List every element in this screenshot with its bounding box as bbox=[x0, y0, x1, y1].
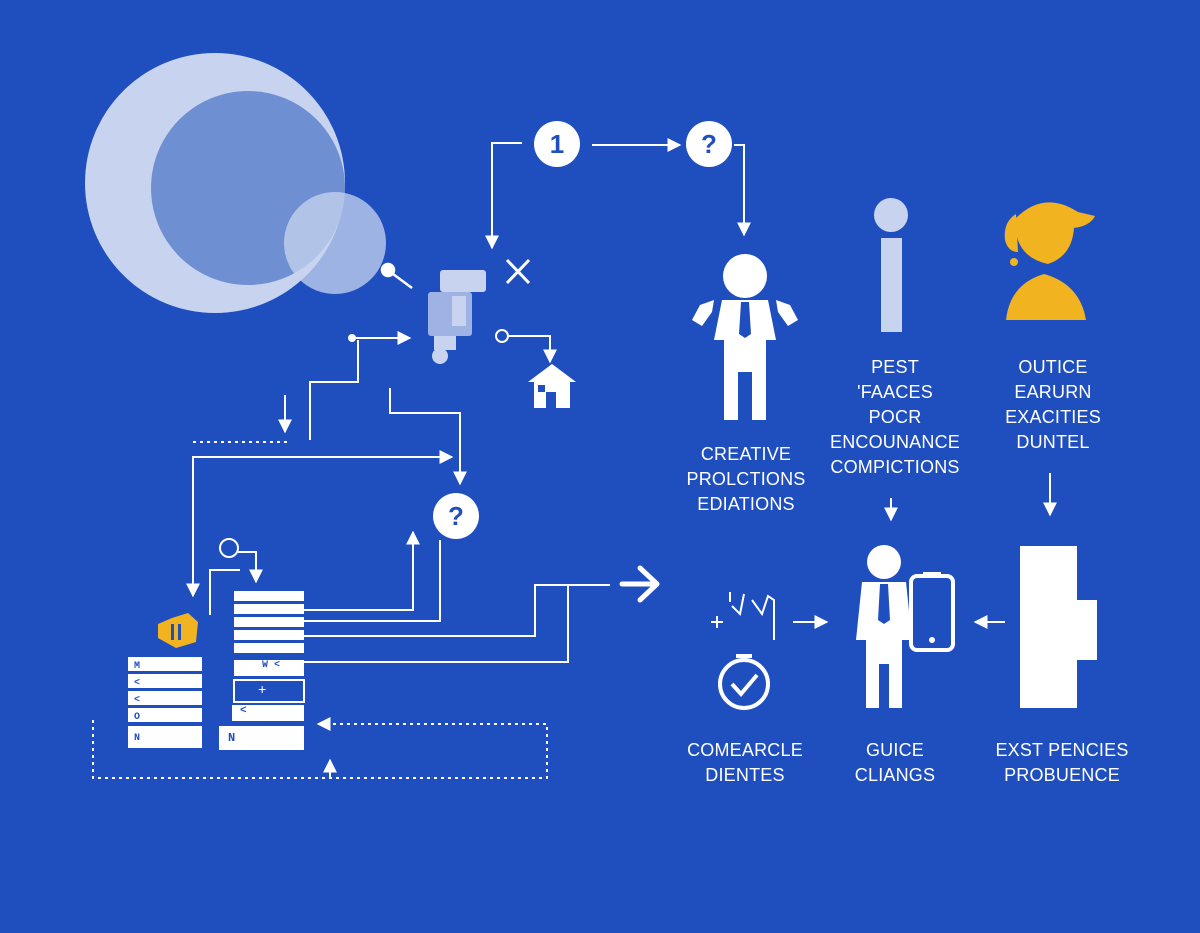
label-comearcle: COMEARCLE DIENTES bbox=[680, 738, 810, 788]
right-stack-mark-plus: + bbox=[258, 683, 267, 699]
label-line: EARURN bbox=[1014, 382, 1092, 402]
badge-lower-question: ? bbox=[433, 493, 479, 539]
label-line: GUICE bbox=[865, 740, 924, 760]
badge-step-one: 1 bbox=[534, 121, 580, 167]
label-line: EXACITIES bbox=[1005, 407, 1101, 427]
label-line: PROBUENCE bbox=[1004, 765, 1120, 785]
left-stack-mark: N bbox=[134, 733, 141, 744]
label-line: COMEARCLE bbox=[687, 740, 803, 760]
left-stack-mark: < bbox=[134, 695, 141, 706]
left-stack-marks: M < < O N bbox=[134, 658, 140, 747]
label-line: ENCOUNANCE bbox=[829, 432, 960, 452]
label-creative: CREATIVE PROLCTIONS EDIATIONS bbox=[676, 442, 816, 517]
block-shape-icon bbox=[1020, 546, 1097, 708]
left-stack-mark: M bbox=[134, 661, 141, 672]
info-bar-icon bbox=[874, 198, 908, 332]
label-line: EDIATIONS bbox=[697, 494, 795, 514]
person-phone-icon bbox=[856, 545, 955, 708]
label-line: OUTICE bbox=[1018, 357, 1088, 377]
person-presenter-icon bbox=[692, 254, 798, 420]
right-stack bbox=[219, 591, 305, 750]
label-line: CREATIVE bbox=[700, 444, 792, 464]
label-line: CLIANGS bbox=[854, 765, 936, 785]
connector-lines bbox=[92, 138, 1057, 779]
label-line: POCR bbox=[868, 407, 922, 427]
label-guice: GUICE CLIANGS bbox=[832, 738, 958, 788]
shield-icon bbox=[158, 613, 198, 648]
bubble-cluster-icon bbox=[85, 53, 386, 313]
label-line: COMPICTIONS bbox=[830, 457, 960, 477]
home-icon bbox=[528, 364, 576, 408]
label-exst: EXST PENCIES PROBUENCE bbox=[984, 738, 1140, 788]
right-stack-mark-w: W < bbox=[262, 660, 281, 671]
close-x-icon bbox=[505, 258, 531, 285]
label-outice: OUTICE EARURN EXACITIES DUNTEL bbox=[990, 355, 1116, 455]
check-clock-icon bbox=[718, 654, 770, 710]
headset-agent-icon bbox=[1004, 202, 1095, 320]
right-stack-mark-lt: < bbox=[240, 705, 247, 717]
left-stack bbox=[128, 657, 202, 748]
arrow-right-icon bbox=[619, 565, 660, 603]
label-line: DUNTEL bbox=[1016, 432, 1090, 452]
label-line: PEST bbox=[871, 357, 919, 377]
left-stack-mark: < bbox=[134, 678, 141, 689]
label-line: DIENTES bbox=[705, 765, 785, 785]
label-line: 'FAACES bbox=[857, 382, 933, 402]
label-pest: PEST 'FAACES POCR ENCOUNANCE COMPICTIONS bbox=[822, 355, 968, 480]
sparkle-marks-icon bbox=[711, 592, 775, 640]
magnifier-icon bbox=[428, 270, 486, 364]
label-line: EXST PENCIES bbox=[995, 740, 1129, 760]
right-stack-mark-n: N bbox=[228, 731, 236, 745]
key-icon bbox=[380, 262, 413, 290]
badge-step-question: ? bbox=[686, 121, 732, 167]
left-stack-mark: O bbox=[134, 712, 141, 723]
label-line: PROLCTIONS bbox=[686, 469, 806, 489]
